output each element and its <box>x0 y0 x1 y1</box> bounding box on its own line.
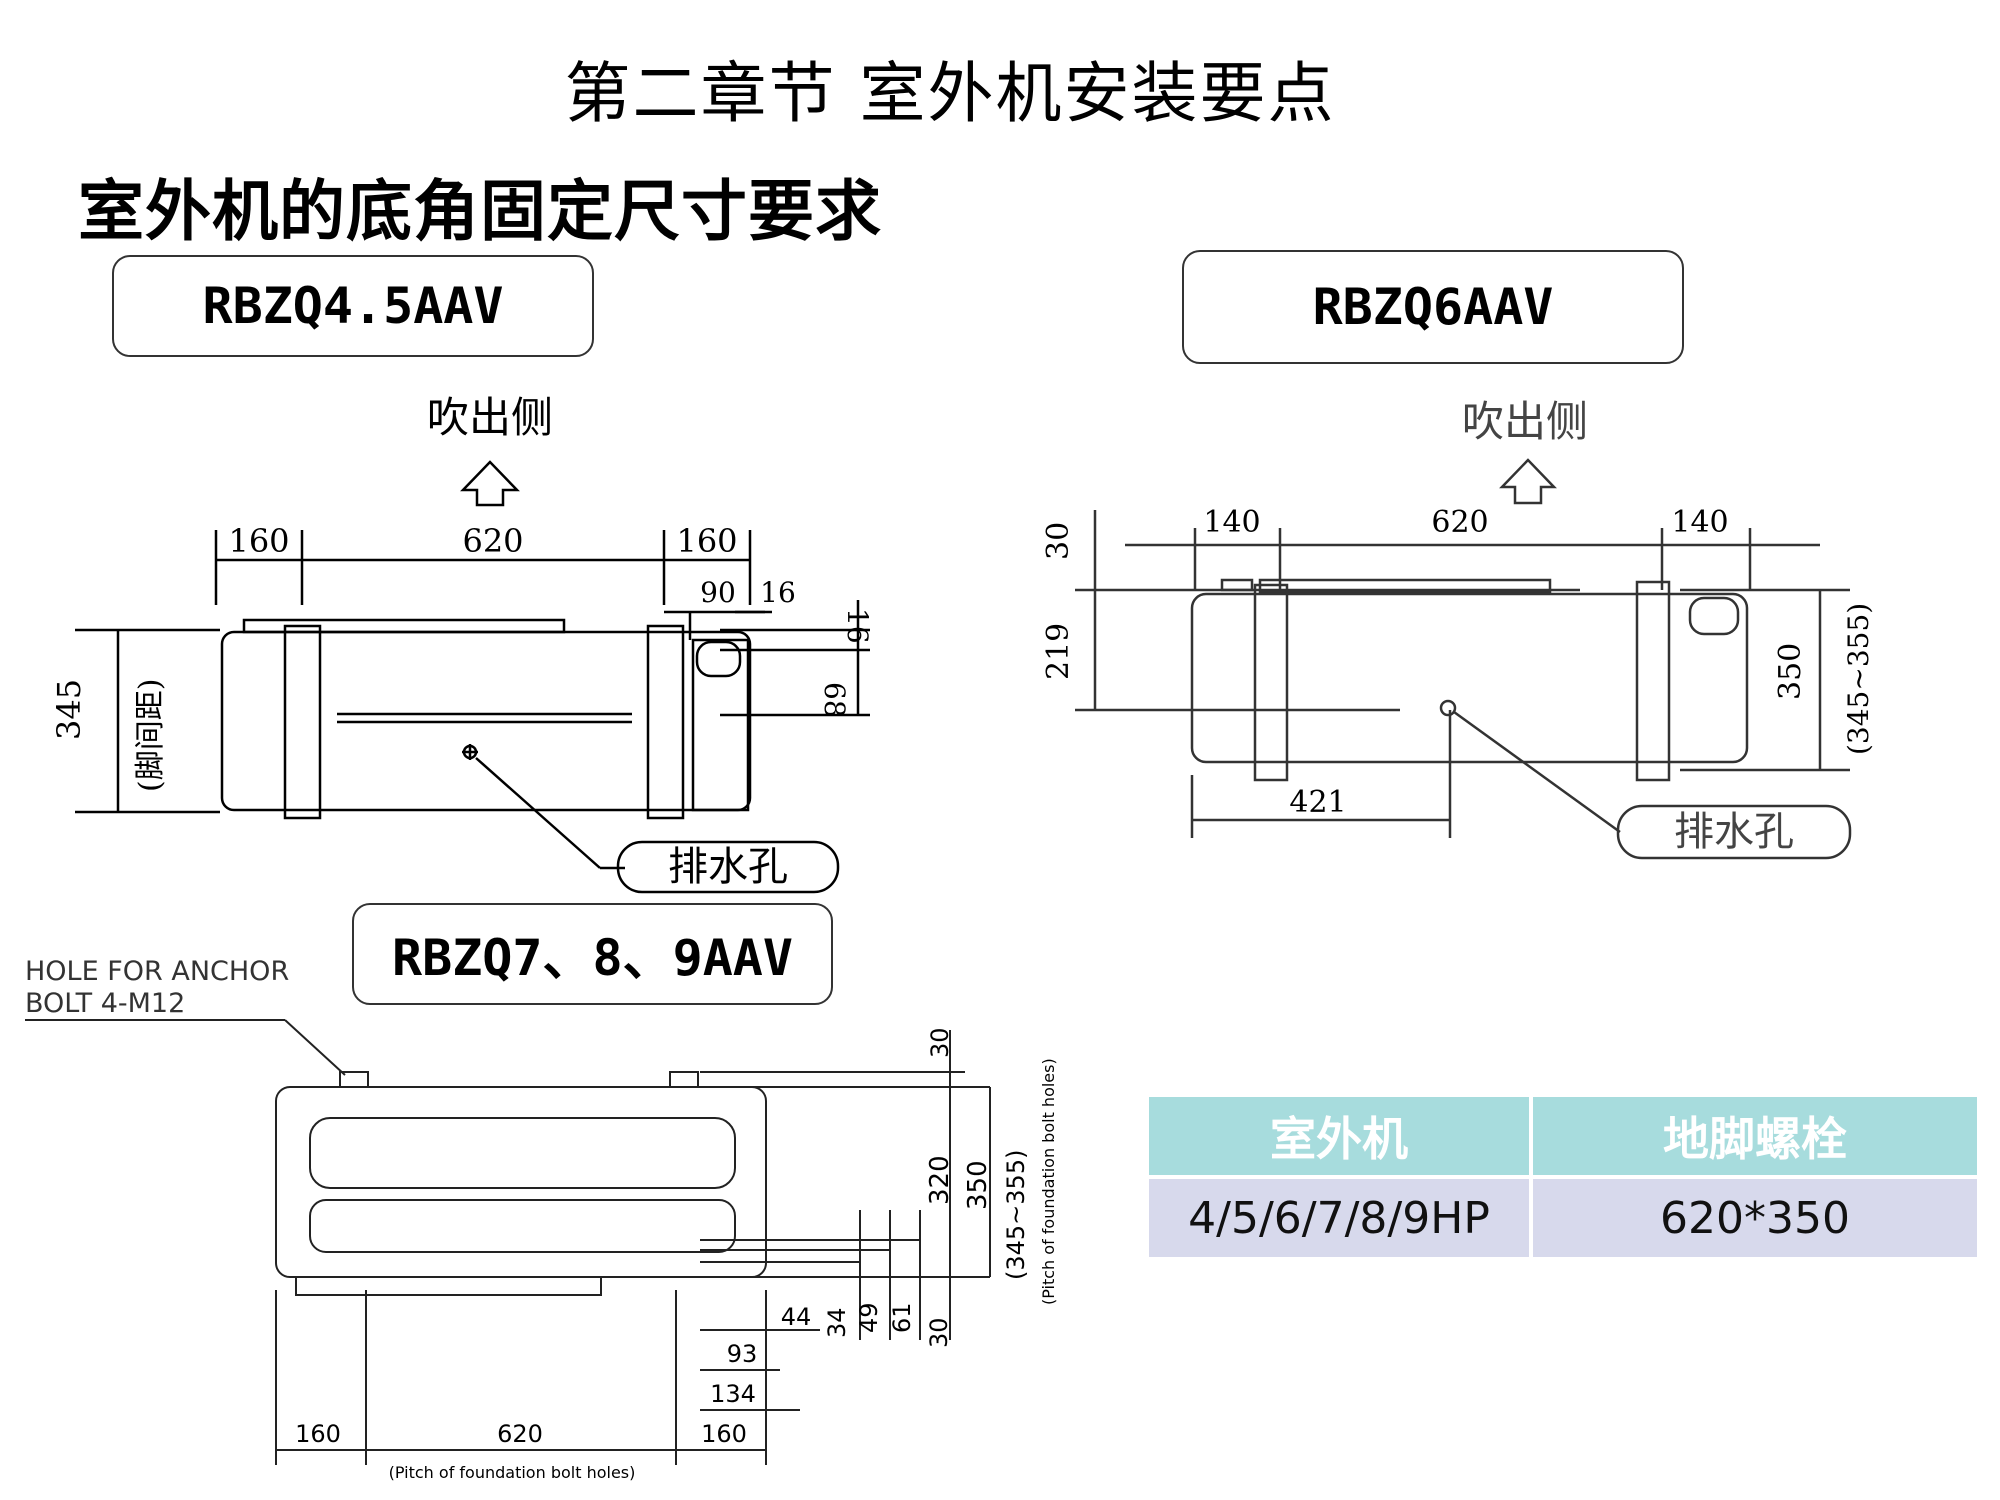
dim-16-vertical: 16 <box>841 608 874 644</box>
dim-320: 320 <box>925 1155 955 1205</box>
dim-93: 93 <box>727 1340 758 1368</box>
table-header-anchor-bolt: 地脚螺栓 <box>1533 1097 1977 1175</box>
dim-range: (345~355) <box>1842 603 1875 755</box>
dim-68: 68 <box>818 682 851 718</box>
dim-160-right: 160 <box>701 1420 747 1448</box>
drain-label: 排水孔 <box>1674 809 1794 855</box>
outlet-label: 吹出侧 <box>1462 397 1588 446</box>
model-label-rbzq789: RBZQ7、8、9AAV <box>352 903 833 1005</box>
dim-140-right: 140 <box>1671 505 1728 540</box>
dim-44: 44 <box>781 1303 812 1331</box>
dim-16: 16 <box>760 576 796 609</box>
dim-140-left: 140 <box>1203 505 1260 540</box>
spec-table: 室外机 地脚螺栓 4/5/6/7/8/9HP 620*350 <box>1145 1093 1981 1261</box>
table-row: 4/5/6/7/8/9HP 620*350 <box>1149 1179 1977 1257</box>
dim-30: 30 <box>1041 522 1076 560</box>
foot-pitch-label: (脚间距) <box>133 679 168 792</box>
spec-table-wrapper: 室外机 地脚螺栓 4/5/6/7/8/9HP 620*350 <box>1145 1093 1981 1261</box>
dim-350: 350 <box>963 1160 993 1210</box>
outlet-arrow-icon <box>460 460 520 507</box>
model-label-rbzq6: RBZQ6AAV <box>1182 250 1684 364</box>
section-heading: 室外机的底角固定尺寸要求 <box>78 173 882 250</box>
table-cell-capacity: 4/5/6/7/8/9HP <box>1149 1179 1529 1257</box>
table-header-row: 室外机 地脚螺栓 <box>1149 1097 1977 1175</box>
dim-160-left: 160 <box>295 1420 341 1448</box>
page-title: 第二章节 室外机安装要点 <box>564 55 1336 132</box>
dim-30-bottom: 30 <box>925 1317 953 1348</box>
pitch-note-horizontal: (Pitch of foundation bolt holes) <box>389 1463 636 1482</box>
dim-421: 421 <box>1289 785 1346 820</box>
dim-345: 345 <box>50 679 88 740</box>
dim-49: 49 <box>855 1302 883 1333</box>
table-header-outdoor-unit: 室外机 <box>1149 1097 1529 1175</box>
anchor-note-line2: BOLT 4-M12 <box>25 988 185 1019</box>
pitch-note-vertical: (Pitch of foundation bolt holes) <box>1039 1058 1058 1305</box>
dim-620: 620 <box>462 522 523 560</box>
dim-61: 61 <box>888 1302 916 1333</box>
dim-160-right: 160 <box>676 522 737 560</box>
dim-350: 350 <box>1773 643 1808 700</box>
dim-90: 90 <box>700 576 736 609</box>
dim-620: 620 <box>1431 505 1488 540</box>
anchor-note-line1: HOLE FOR ANCHOR <box>25 956 289 987</box>
dim-134: 134 <box>710 1380 756 1408</box>
model-label-rbzq45: RBZQ4.5AAV <box>112 255 594 357</box>
outlet-label: 吹出侧 <box>427 393 553 442</box>
dim-30-top: 30 <box>926 1027 954 1058</box>
outlet-arrow-icon <box>1499 458 1557 505</box>
dim-34: 34 <box>823 1307 851 1338</box>
dim-range: (345~355) <box>1002 1150 1030 1280</box>
table-cell-bolt-size: 620*350 <box>1533 1179 1977 1257</box>
drain-label: 排水孔 <box>668 844 788 890</box>
dim-160-left: 160 <box>228 522 289 560</box>
dim-219: 219 <box>1041 623 1076 680</box>
dim-620: 620 <box>497 1420 543 1448</box>
